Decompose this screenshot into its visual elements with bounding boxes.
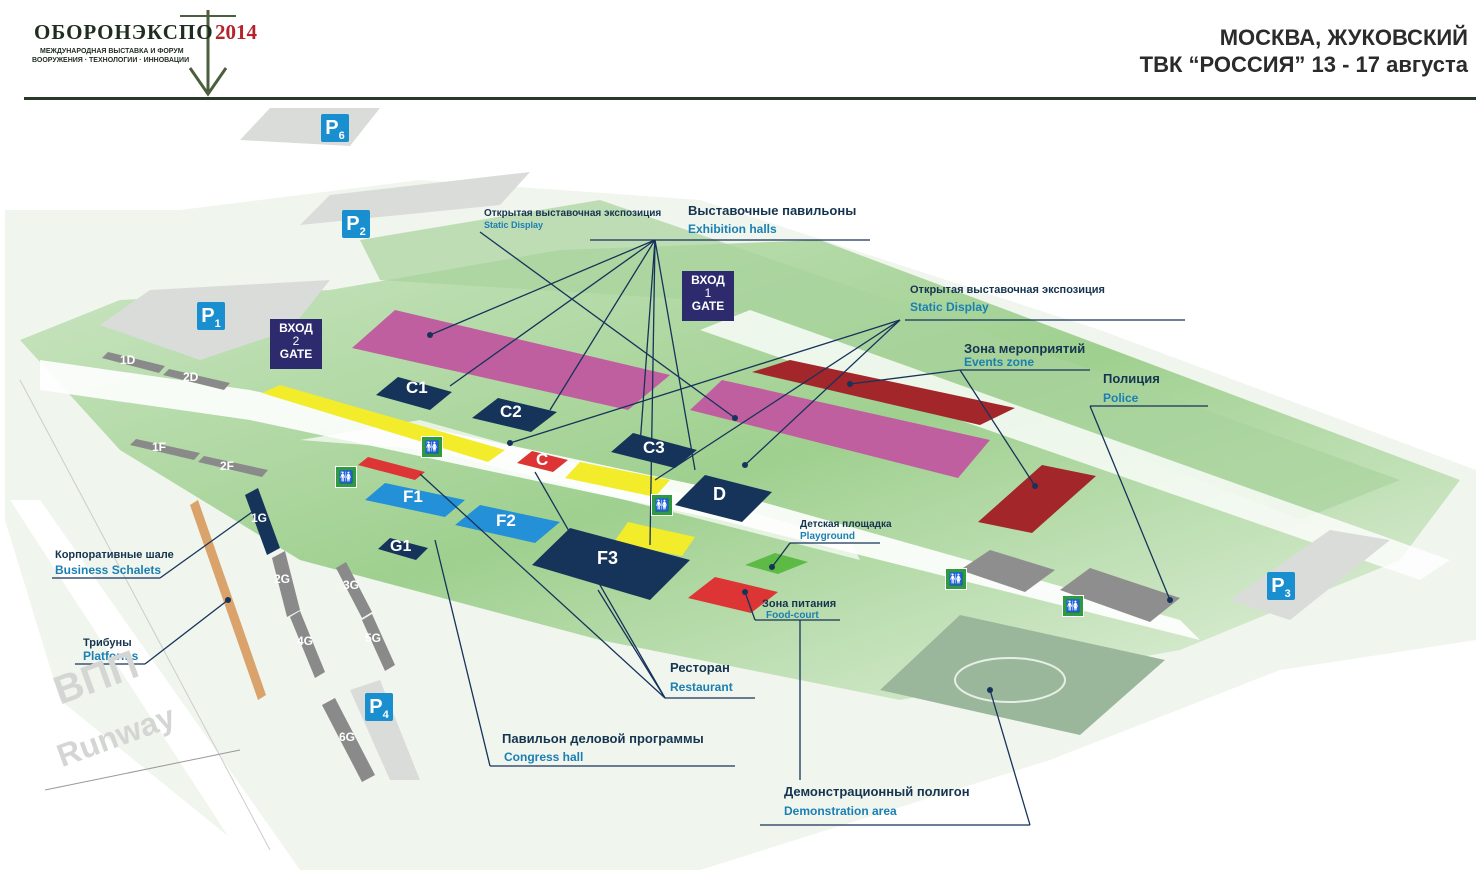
business-chalets-ru: Корпоративные шале [55, 549, 174, 561]
chalet-label-1d: 1D [120, 353, 136, 367]
restroom-icon: 🚻 [421, 436, 443, 458]
hall-label-c3: C3 [643, 438, 665, 457]
logo-year: 2014 [215, 20, 257, 44]
restroom-icon: 🚻 [651, 494, 673, 516]
demo-area-en: Demonstration area [784, 804, 897, 818]
parking-sign-p3: P3 [1267, 572, 1295, 600]
hall-c[interactable] [517, 451, 568, 472]
food-court-ru: Зона питания [762, 598, 837, 610]
business-chalets-en: Business Schalets [55, 563, 162, 577]
hall-label-c2: C2 [500, 402, 522, 421]
hall-label-f1: F1 [403, 487, 423, 506]
hall-label-d: D [713, 484, 726, 504]
events-zone-area [752, 360, 1015, 425]
exhibition-halls-en: Exhibition halls [688, 222, 777, 236]
parking-sign-p2: P2 [342, 210, 370, 238]
chalet-label-4g: 4G [297, 634, 314, 648]
demo-area-ru: Демонстрационный полигон [784, 784, 970, 799]
chalet-label-1g: 1G [251, 511, 268, 525]
chalet-label-2d: 2D [183, 370, 199, 384]
logo-subtitle-1: МЕЖДУНАРОДНАЯ ВЫСТАВКА И ФОРУМ [40, 48, 184, 55]
platforms-en: Platforms [83, 649, 139, 663]
yellow-zone-2 [565, 462, 670, 497]
restaurant-bar [358, 457, 425, 480]
food-court-area [688, 577, 778, 613]
hall-d[interactable] [675, 475, 772, 522]
playground-ru: Детская площадка [800, 519, 892, 530]
static-display-top-en: Static Display [484, 220, 544, 230]
yellow-zone-1 [262, 385, 505, 462]
static-display-right-en: Static Display [910, 300, 989, 314]
congress-hall-en: Congress hall [504, 750, 584, 764]
location-venue-dates: ТВК “РОССИЯ” 13 - 17 августа [1139, 52, 1468, 77]
chalet-label-3g: 3G [343, 578, 360, 592]
hall-f2[interactable] [455, 505, 560, 543]
restroom-icon: 🚻 [945, 568, 967, 590]
parking-sign-p6: P6 [321, 114, 349, 142]
parking-area-6 [240, 108, 380, 146]
exhibition-halls-ru: Выставочные павильоны [688, 203, 857, 218]
events-zone-ru: Зона мероприятий [964, 341, 1086, 356]
restaurant-en: Restaurant [670, 680, 733, 694]
hall-label-c: C [536, 450, 549, 469]
restroom-icon: 🚻 [1062, 595, 1084, 617]
logo-title: ОБОРОНЭКСПО [34, 20, 214, 44]
yellow-zone-3 [614, 522, 695, 556]
hall-c2[interactable] [472, 398, 557, 432]
restaurant-ru: Ресторан [670, 660, 730, 675]
hall-f1[interactable] [365, 483, 465, 517]
header-divider [24, 97, 1476, 100]
police-ru: Полиция [1103, 371, 1160, 386]
logo-subtitle-2: ВООРУЖЕНИЯ · ТЕХНОЛОГИИ · ИННОВАЦИИ [32, 57, 190, 64]
chalet-label-1f: 1F [152, 440, 167, 454]
hall-label-f2: F2 [496, 511, 516, 530]
chalet-label-2g: 2G [274, 572, 291, 586]
event-location: МОСКВА, ЖУКОВСКИЙ ТВК “РОССИЯ” 13 - 17 а… [1140, 24, 1468, 78]
static-display-right-ru: Открытая выставочная экспозиция [910, 284, 1105, 296]
parking-sign-p4: P4 [365, 693, 393, 721]
hall-label-c1: C1 [406, 378, 428, 397]
logo: ОБОРОНЭКСПО 2014 МЕЖДУНАРОДНАЯ ВЫСТАВКА … [30, 8, 280, 98]
chalet-label-2f: 2F [220, 459, 235, 473]
playground-area [745, 553, 808, 574]
chalet-label-6g: 6G [339, 730, 356, 744]
hall-g1[interactable] [378, 538, 428, 560]
location-city: МОСКВА, ЖУКОВСКИЙ [1219, 25, 1468, 50]
logo-emblem-icon [180, 10, 236, 97]
hall-f3[interactable] [532, 528, 690, 600]
hall-label-g1: G1 [390, 538, 412, 555]
police-en: Police [1103, 391, 1139, 405]
hall-c3[interactable] [611, 433, 697, 468]
static-display-top-ru: Открытая выставочная экспозиция [484, 208, 662, 219]
chalet-label-5g: 5G [365, 631, 382, 645]
restroom-icon: 🚻 [335, 466, 357, 488]
parking-sign-p1: P1 [197, 302, 225, 330]
platforms-ru: Трибуны [83, 637, 132, 649]
events-zone-en: Events zone [964, 355, 1035, 369]
playground-en: Playground [800, 531, 856, 542]
demonstration-area [880, 615, 1165, 735]
static-display-area-2 [690, 380, 990, 478]
congress-hall-ru: Павильон деловой программы [502, 731, 704, 746]
police-area [978, 465, 1096, 533]
food-court-en: Food-court [766, 610, 819, 621]
hall-label-f3: F3 [597, 548, 619, 568]
hall-c1[interactable] [376, 377, 452, 410]
